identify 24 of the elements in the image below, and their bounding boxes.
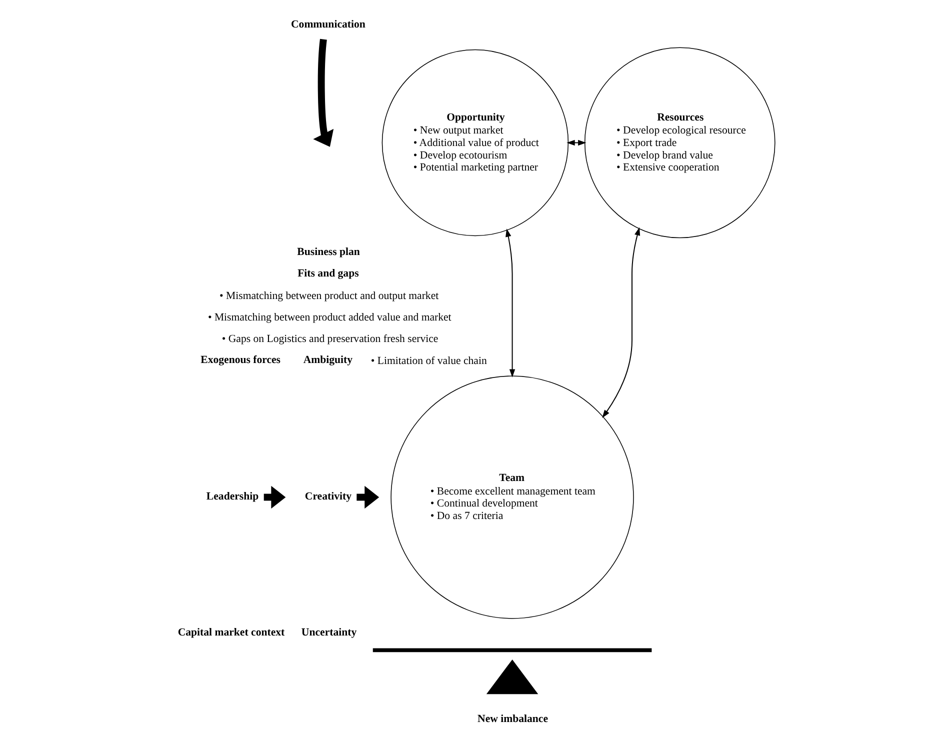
- label: Capital market context: [178, 626, 285, 639]
- label: Ambiguity: [303, 354, 353, 366]
- arrow: [356, 486, 380, 509]
- arrow: [313, 39, 334, 147]
- label: • Mismatching between product and output market: [220, 290, 439, 302]
- label: Exogenous forces: [200, 354, 281, 366]
- node-circle: Resources • Develop ecological resource • Export trade • Develop brand value • Extensive cooperation: [584, 47, 776, 238]
- label: Business plan: [297, 246, 360, 258]
- node-bar: [372, 648, 652, 652]
- node-text: Leadership: [206, 490, 259, 502]
- label: New imbalance: [478, 713, 548, 726]
- label: • Gaps on Logistics and preservation fresh service: [222, 333, 438, 346]
- label: Uncertainty: [301, 626, 357, 639]
- arrow: [602, 227, 640, 418]
- arrow: [264, 486, 286, 509]
- node-circle: Team • Become excellent management team • Continual development • Do as 7 criteria: [390, 376, 634, 619]
- label: • Mismatching between product added value and market: [208, 312, 452, 324]
- node-text: Creativity: [304, 490, 352, 502]
- node-text: Communication: [291, 18, 366, 30]
- label: • Limitation of value chain: [370, 354, 487, 367]
- arrow: [566, 140, 586, 146]
- arrow: [506, 228, 516, 378]
- node-triangle: [486, 660, 538, 694]
- label: Fits and gaps: [298, 268, 359, 280]
